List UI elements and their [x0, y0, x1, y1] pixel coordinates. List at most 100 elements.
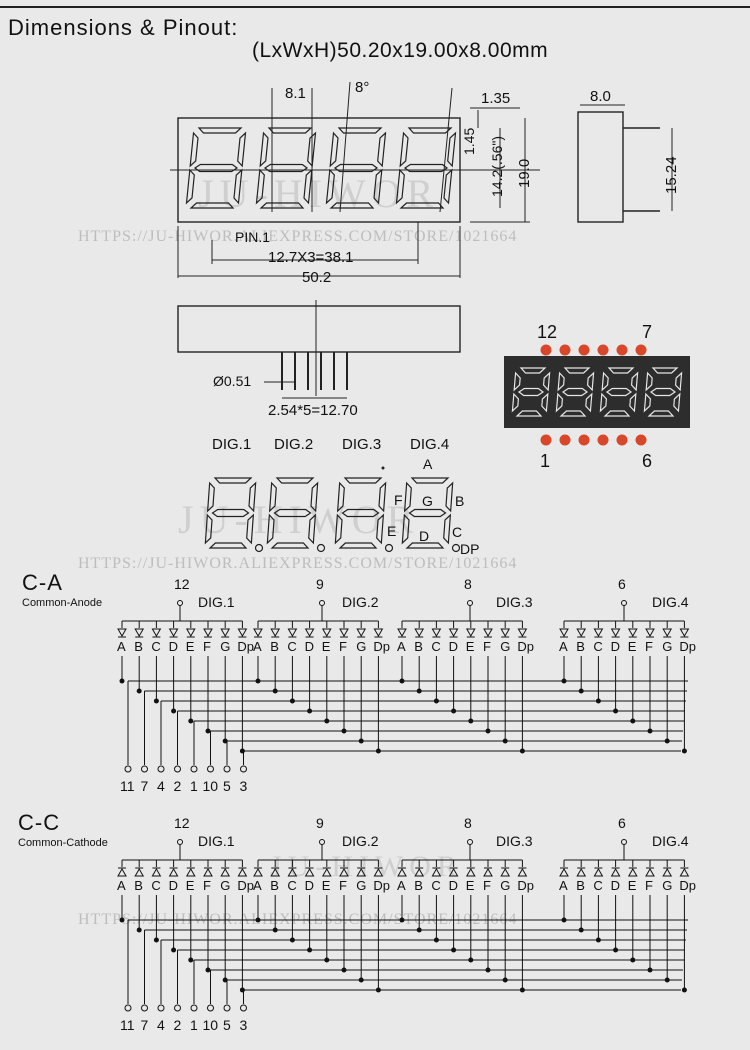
segment-label-b: B — [134, 878, 143, 893]
segment-b — [542, 371, 551, 392]
dim-pin1: PIN.1 — [235, 229, 271, 245]
diode-G — [356, 867, 367, 877]
top-rule — [0, 6, 750, 8]
board-digit-2 — [555, 367, 595, 417]
segment-label-c: C — [151, 639, 160, 654]
segment-f — [268, 481, 277, 513]
diagram-colon-dot — [381, 466, 385, 470]
dim-digit-width: 8.1 — [285, 85, 306, 102]
segment-label-c: C — [287, 639, 296, 654]
diode-A — [559, 628, 569, 638]
board-pin-top-4 — [616, 344, 628, 356]
ca-title: C-A — [22, 570, 63, 595]
diode-F — [339, 867, 349, 877]
bottom-pin-1: 1 — [190, 1017, 198, 1033]
watermark-brand: JU-HIWOR — [198, 171, 440, 216]
digit-pin-12: 12 — [174, 576, 190, 592]
bottom-pin-node — [174, 765, 181, 773]
dim-offset: 1.35 — [481, 90, 511, 107]
dim-depth: 8.0 — [590, 88, 611, 105]
front-digit-2 — [255, 127, 317, 209]
segment-label-dp: Dp — [679, 639, 696, 654]
board-pin-bottom-4 — [616, 434, 628, 446]
segment-b — [586, 371, 595, 392]
segment-label-d: D — [611, 639, 620, 654]
bottom-pin-5: 5 — [223, 778, 231, 794]
digit-label: DIG.3 — [496, 594, 533, 610]
segment-a — [651, 367, 679, 374]
diagram-dp-4 — [451, 543, 461, 553]
digit-pin-node — [177, 839, 183, 845]
segment-b — [447, 131, 457, 168]
board-pin-top-5 — [635, 344, 647, 356]
segment-label-e: E — [466, 878, 475, 893]
segment-label-f: F — [203, 878, 211, 893]
segment-d — [259, 202, 305, 209]
segment-e — [255, 168, 265, 205]
diode-Dp — [373, 867, 384, 877]
segment-c — [303, 168, 313, 205]
bottom-pin-11: 11 — [120, 1017, 135, 1033]
segment-f — [601, 371, 609, 392]
segment-b — [307, 131, 317, 168]
segment-label-c: C — [431, 639, 440, 654]
segment-label-dp: Dp — [373, 639, 390, 654]
segment-a — [563, 367, 591, 374]
digit-label: DIG.4 — [652, 833, 689, 849]
segment-f — [403, 481, 412, 513]
segment-label-a: A — [397, 878, 406, 893]
segment-label-d: D — [449, 878, 458, 893]
digit-label: DIG.1 — [198, 833, 235, 849]
dim-pitch: 12.7X3=38.1 — [268, 249, 354, 266]
bottom-pin-7: 7 — [141, 1017, 149, 1033]
net-junction — [119, 678, 125, 684]
segment-label-g: G — [662, 639, 672, 654]
diode-D — [448, 628, 459, 638]
watermark-url: HTTPS://JU-HIWOR.ALIEXPRESS.COM/STORE/10… — [78, 228, 518, 245]
board-pin-top-2 — [578, 344, 590, 356]
diode-F — [339, 628, 349, 638]
bottom-pin-3: 3 — [240, 1017, 248, 1033]
diode-B — [270, 867, 281, 877]
bottom-pin-node — [190, 765, 198, 773]
segment-label-b: B — [270, 639, 279, 654]
segment-c — [541, 392, 549, 413]
diagram-digit-4 — [401, 477, 454, 549]
segment-label-dp: Dp — [237, 878, 254, 893]
digit-label-3: DIG.3 — [342, 436, 382, 453]
segment-label-e: E — [466, 639, 475, 654]
segment-label-e: E — [186, 639, 195, 654]
bottom-pin-node — [141, 1004, 148, 1012]
bottom-pin-10: 10 — [203, 1017, 219, 1033]
segment-label-f: F — [645, 878, 653, 893]
bottom-pin-node — [207, 1004, 214, 1012]
segment-c — [376, 513, 385, 545]
segment-label-c: C — [593, 639, 602, 654]
bottom-pin-11: 11 — [120, 778, 135, 794]
segment-e — [395, 168, 405, 205]
diode-E — [627, 867, 638, 877]
digit-pin-8: 8 — [464, 576, 472, 592]
segment-f — [329, 131, 339, 168]
diode-C — [431, 867, 442, 877]
segment-a — [267, 127, 313, 134]
segment-c — [585, 392, 593, 413]
diode-G — [662, 867, 673, 877]
dim-pin-span: 2.54*5=12.70 — [268, 402, 358, 419]
pin-label-6: 6 — [642, 451, 653, 471]
bottom-pin-node — [157, 765, 165, 773]
diagram-digit-2 — [266, 477, 319, 549]
segment-f — [189, 131, 199, 168]
diode-E — [185, 867, 196, 877]
diode-G — [500, 628, 511, 638]
net-junction — [153, 698, 159, 704]
segment-b — [630, 371, 639, 392]
segment-label-d: D — [449, 639, 458, 654]
diagram-dp-2 — [316, 543, 326, 553]
diode-F — [203, 628, 213, 638]
segment-label-g: G — [662, 878, 672, 893]
segment-e — [266, 513, 275, 545]
diode-D — [304, 867, 315, 877]
diode-A — [253, 867, 263, 877]
dim-pin-row: 15.24 — [663, 156, 680, 194]
